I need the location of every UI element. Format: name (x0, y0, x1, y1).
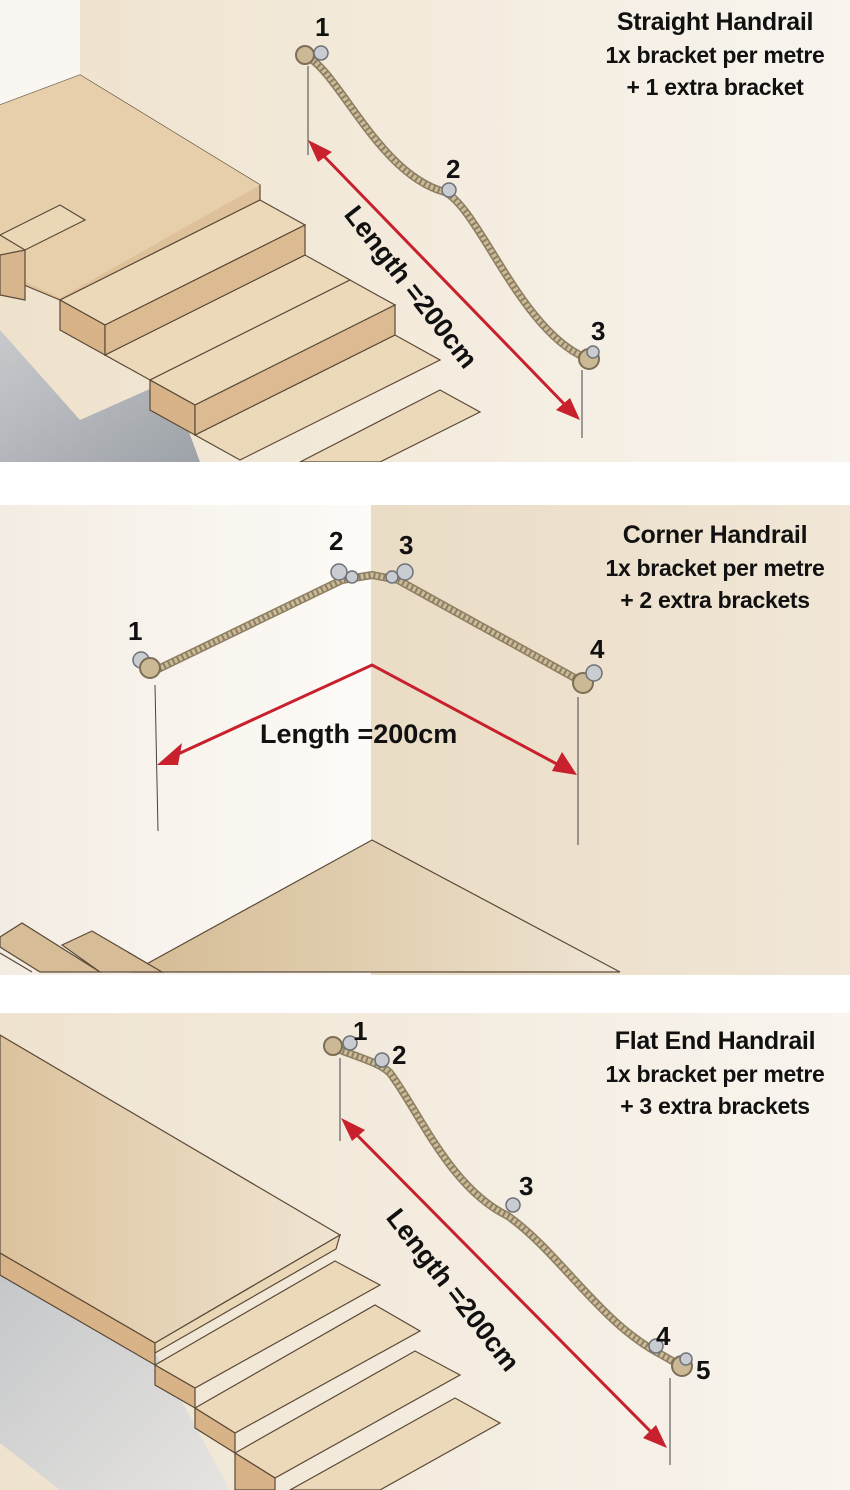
caption-title: Flat End Handrail (614, 1027, 816, 1055)
caption-extra: + 3 extra brackets (620, 1093, 810, 1119)
corner-handrail-panel: 1 2 3 4 Length =200cm Corner Handrail 1x… (0, 505, 850, 975)
bracket-label-2: 2 (446, 154, 461, 184)
straight-handrail-caption: Straight Handrail 1x bracket per metre +… (590, 6, 840, 103)
caption-rule: 1x bracket per metre (605, 555, 825, 581)
straight-handrail-illustration (0, 0, 850, 462)
flat-end-handrail-caption: Flat End Handrail 1x bracket per metre +… (590, 1025, 840, 1122)
corner-handrail-caption: Corner Handrail 1x bracket per metre + 2… (590, 519, 840, 616)
caption-rule: 1x bracket per metre (605, 42, 825, 68)
caption-title: Straight Handrail (616, 8, 814, 36)
bracket-label-3: 3 (519, 1171, 534, 1201)
bracket-label-5: 5 (696, 1355, 711, 1385)
bracket-label-3: 3 (399, 530, 414, 560)
corner-handrail-illustration (0, 505, 850, 975)
length-label: Length =200cm (260, 719, 458, 749)
caption-rule: 1x bracket per metre (605, 1061, 825, 1087)
bracket-label-2: 2 (329, 526, 344, 556)
caption-title: Corner Handrail (622, 521, 808, 549)
bracket-label-1: 1 (353, 1016, 368, 1046)
bracket-label-3: 3 (591, 316, 606, 346)
flat-end-handrail-panel: 1 2 3 4 5 Length =200cm Flat End Handrai… (0, 1013, 850, 1490)
caption-extra: + 1 extra bracket (626, 74, 804, 100)
bracket-label-1: 1 (128, 616, 143, 646)
straight-handrail-panel: 1 2 3 Length =200cm Straight Handrail 1x… (0, 0, 850, 462)
flat-end-handrail-illustration (0, 1013, 850, 1490)
caption-extra: + 2 extra brackets (620, 587, 810, 613)
bracket-label-2: 2 (392, 1040, 407, 1070)
bracket-label-1: 1 (315, 12, 330, 42)
bracket-label-4: 4 (590, 634, 605, 664)
bracket-label-4: 4 (656, 1321, 671, 1351)
